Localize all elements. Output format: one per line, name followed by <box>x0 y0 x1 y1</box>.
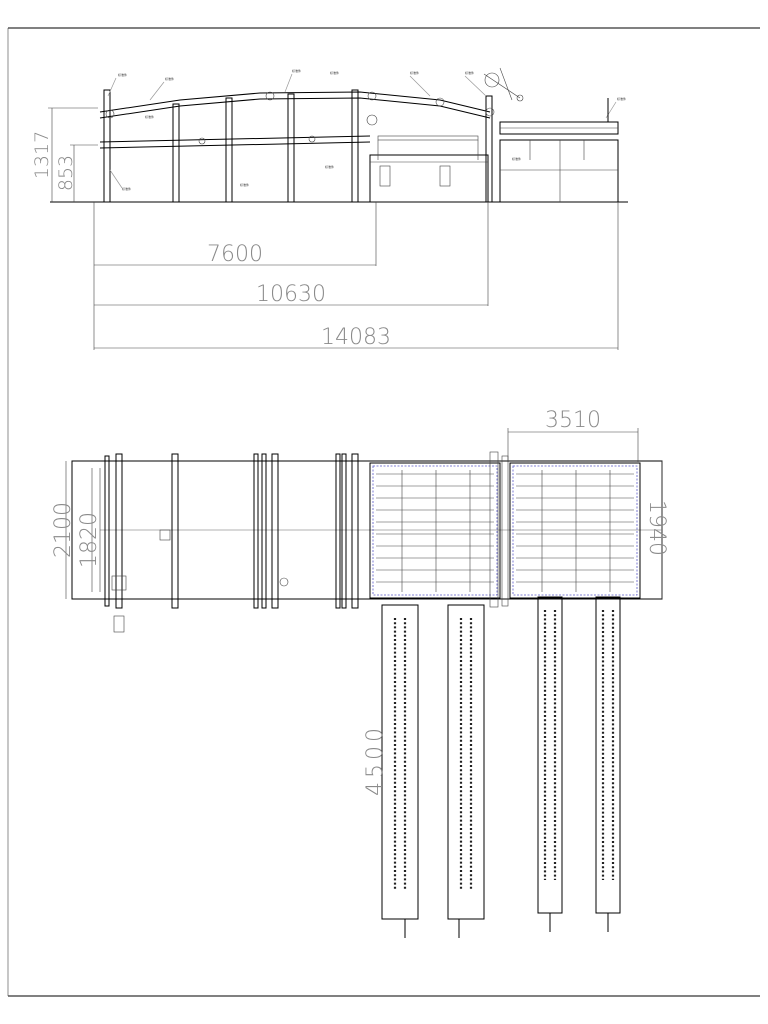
svg-text:标准件: 标准件 <box>512 156 521 161</box>
plan-width-inner: 1820 <box>77 512 102 568</box>
plan-cooling-length: 3510 <box>545 408 601 433</box>
svg-text:标准件: 标准件 <box>145 114 154 119</box>
svg-text:标准件: 标准件 <box>165 76 174 81</box>
elevation-length-3: 14083 <box>321 325 391 350</box>
svg-text:标准件: 标准件 <box>617 96 626 101</box>
svg-text:标准件: 标准件 <box>325 164 334 169</box>
elevation-length-1: 7600 <box>207 242 263 267</box>
plan-cooling-width: 1940 <box>644 500 669 556</box>
elevation-height-total: 1317 <box>31 131 53 179</box>
elevation-length-2: 10630 <box>256 282 326 307</box>
elevation-view: 标准件 标准件 标准件 标准件 标准件 标准件 标准件 标准件 标准件 标准件 … <box>31 67 628 350</box>
elevation-height-lower: 853 <box>55 155 77 191</box>
svg-text:标准件: 标准件 <box>465 70 474 75</box>
plan-width-total: 2100 <box>51 502 76 558</box>
plan-discharge-length: 4500 <box>363 724 388 796</box>
svg-text:标准件: 标准件 <box>118 72 127 77</box>
svg-text:标准件: 标准件 <box>330 70 339 75</box>
svg-text:标准件: 标准件 <box>292 68 301 73</box>
svg-text:标准件: 标准件 <box>122 186 131 191</box>
plan-view: 2100 1820 3510 1940 4500 <box>51 408 669 938</box>
svg-text:标准件: 标准件 <box>410 70 419 75</box>
svg-text:标准件: 标准件 <box>240 182 249 187</box>
